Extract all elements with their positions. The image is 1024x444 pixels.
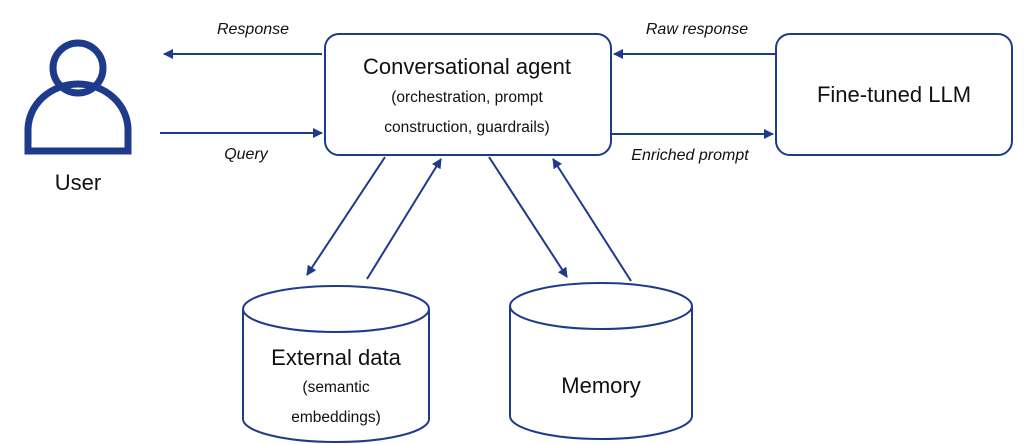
agent-subtitle-line2: construction, guardrails) — [384, 119, 550, 136]
response-edge-label: Response — [216, 21, 290, 38]
fine-tuned-llm-box — [775, 33, 1013, 156]
llm-title: Fine-tuned LLM — [816, 82, 972, 107]
external-data-subtitle-line2: embeddings) — [291, 409, 381, 426]
external-data-cylinder — [242, 285, 430, 443]
external-data-to-agent-arrow — [366, 158, 442, 280]
raw-response-edge-label: Raw response — [645, 21, 749, 38]
enriched-prompt-edge-label: Enriched prompt — [631, 147, 749, 164]
agent-to-memory-arrow — [488, 156, 568, 278]
memory-to-agent-arrow — [552, 158, 632, 282]
user-icon — [24, 39, 132, 155]
memory-cylinder — [509, 282, 693, 440]
query-edge-label: Query — [224, 146, 268, 163]
external-data-subtitle-line1: (semantic — [302, 379, 370, 396]
memory-title: Memory — [561, 373, 641, 398]
agent-subtitle-line1: (orchestration, prompt — [391, 89, 543, 106]
agent-title: Conversational agent — [363, 54, 571, 79]
conversational-agent-box — [324, 33, 612, 156]
agent-to-external-data-arrow — [306, 156, 386, 276]
user-label: User — [54, 170, 102, 195]
external-data-title: External data — [271, 345, 401, 370]
